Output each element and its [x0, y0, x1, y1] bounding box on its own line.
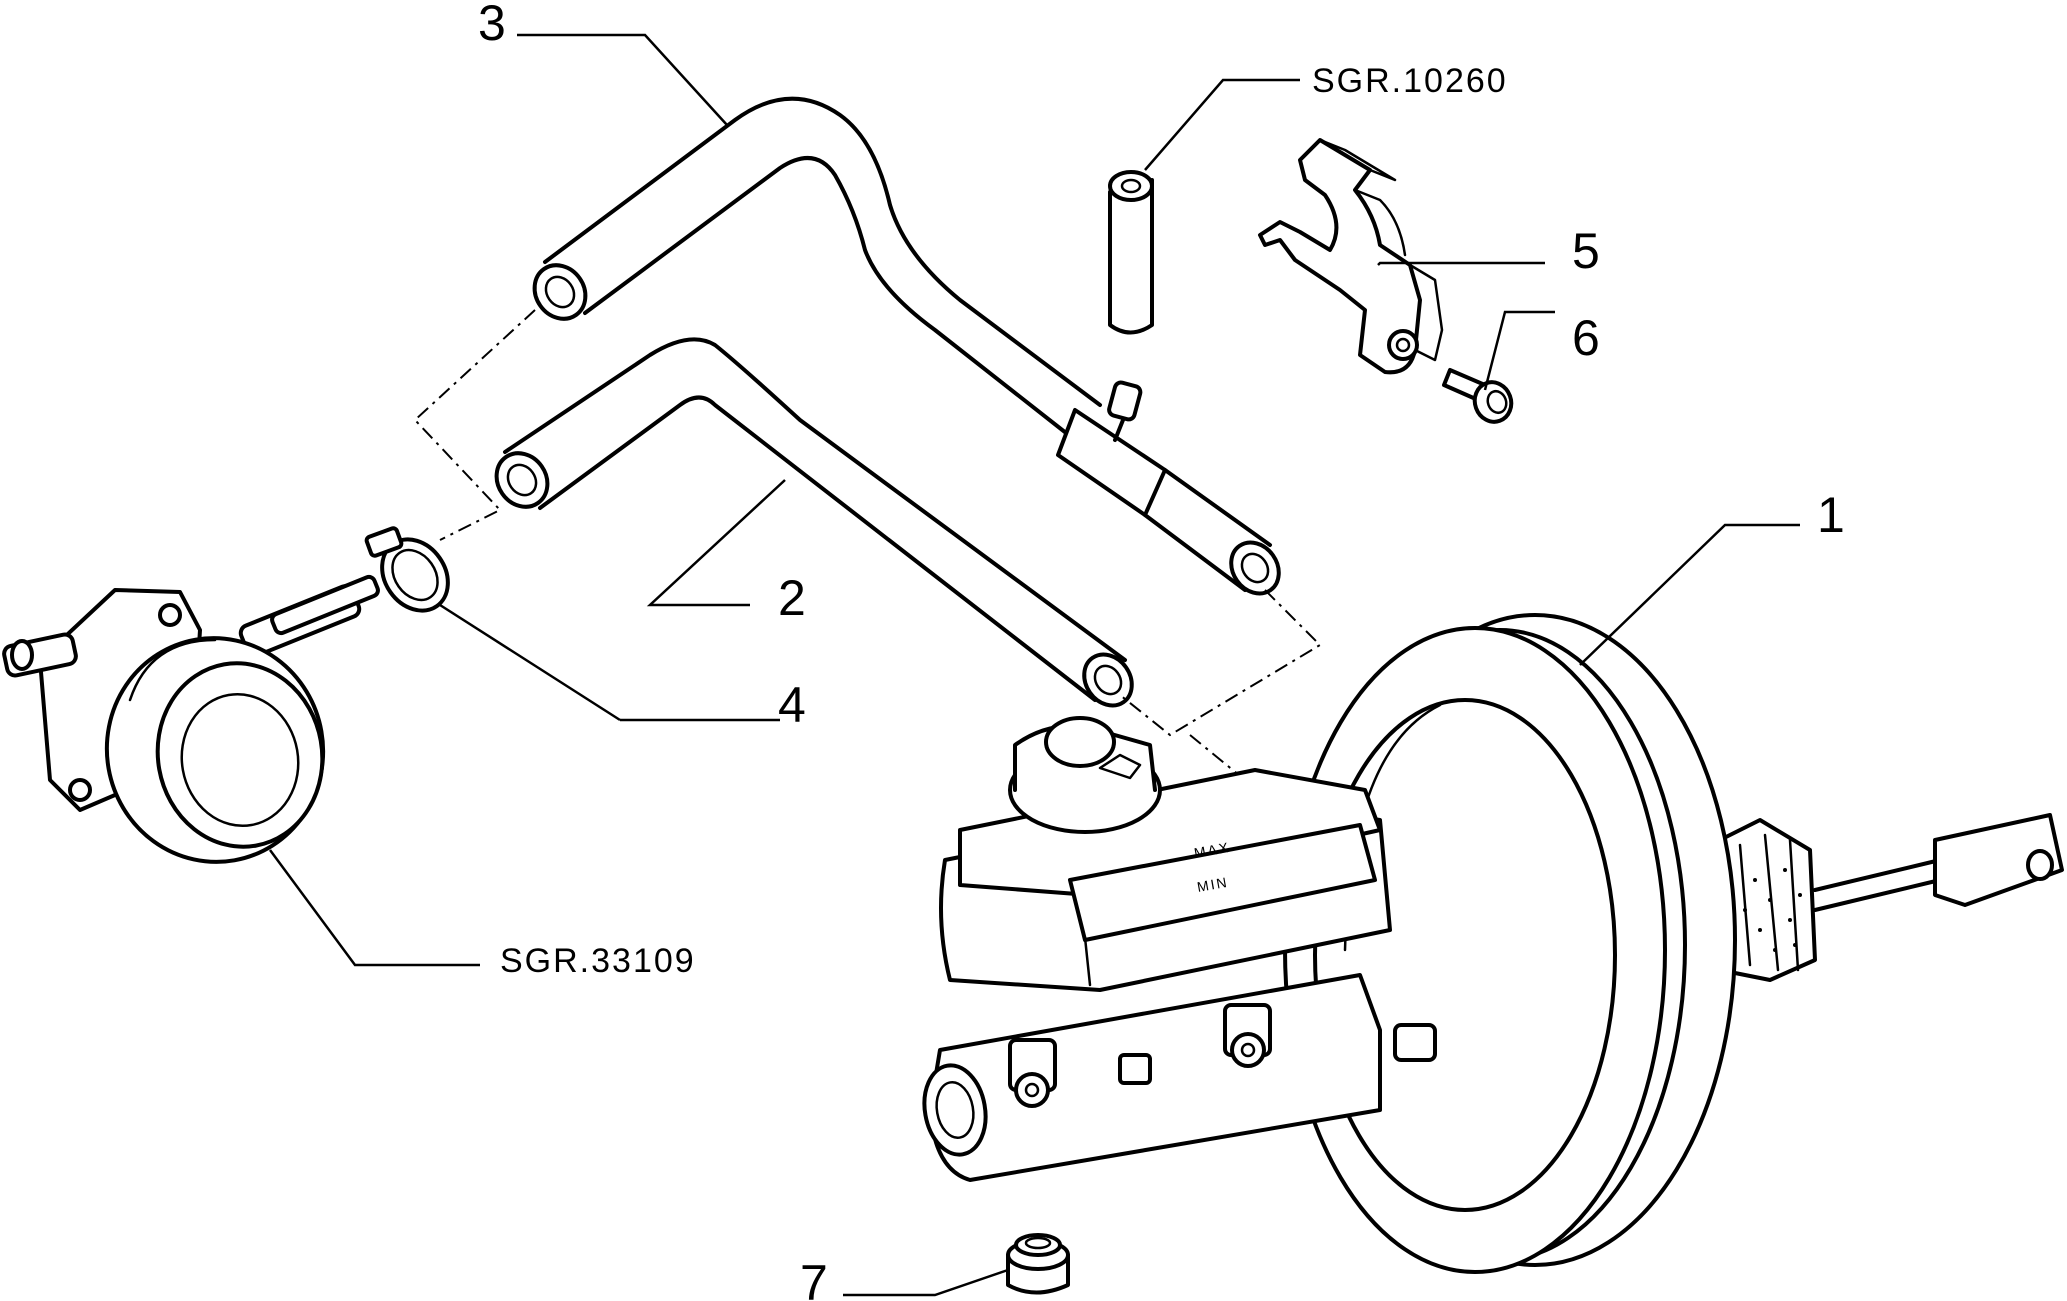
ref-tube: [1108, 170, 1154, 335]
part-5-bracket: [1258, 138, 1444, 375]
part-7-plug: [1006, 1233, 1070, 1295]
part-1-brake-booster: MAX MIN: [922, 613, 2064, 1274]
max-mark: MAX: [1193, 839, 1232, 861]
leader-lines: [268, 33, 1800, 1297]
ref-sgr-33109: SGR.33109: [500, 942, 696, 980]
callout-2: 2: [778, 570, 806, 626]
callout-1: 1: [1817, 487, 1845, 543]
min-mark: MIN: [1196, 874, 1230, 895]
callout-5: 5: [1572, 223, 1600, 279]
part-4-hose-clamp: [364, 526, 450, 613]
part-6-bolt: [1442, 368, 1514, 424]
callout-6: 6: [1572, 310, 1600, 366]
callout-3: 3: [478, 0, 506, 51]
ref-sgr-10260: SGR.10260: [1312, 62, 1508, 100]
vacuum-pump: [2, 574, 380, 864]
part-2-vacuum-hose: [494, 337, 1134, 708]
part-3-vacuum-hose: [532, 96, 1281, 596]
callout-4: 4: [778, 677, 806, 733]
callout-7: 7: [800, 1255, 828, 1301]
